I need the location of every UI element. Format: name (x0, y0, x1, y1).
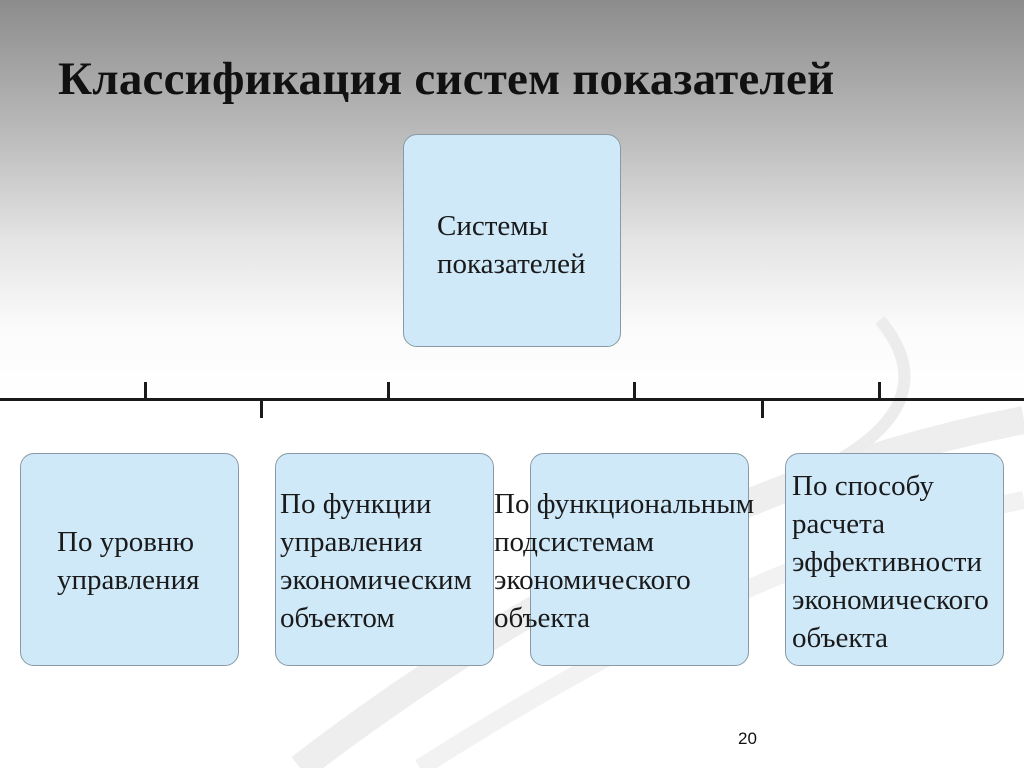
child-node-box (785, 453, 1004, 666)
connector-tick (633, 382, 636, 400)
connector-tick (260, 400, 263, 418)
connector-line (0, 398, 1024, 401)
root-node-box: Системы показателей (403, 134, 621, 347)
child-node-label: По функции управления экономическим объе… (280, 488, 472, 634)
root-node-label: Системы показателей (437, 210, 586, 280)
child-node-label: По способу расчета эффективности экономи… (792, 470, 989, 654)
child-node-label: По функциональным подсистемам экономичес… (494, 488, 755, 634)
child-node-box (530, 453, 749, 666)
page-number: 20 (738, 729, 757, 748)
connector-tick (878, 382, 881, 400)
connector-tick (144, 382, 147, 400)
child-node-label: По уровню управления (57, 526, 200, 596)
child-node-box (20, 453, 239, 666)
connector-tick (387, 382, 390, 400)
child-node-box (275, 453, 494, 666)
slide-title: Классификация систем показателей (58, 53, 835, 105)
connector-tick (761, 400, 764, 418)
